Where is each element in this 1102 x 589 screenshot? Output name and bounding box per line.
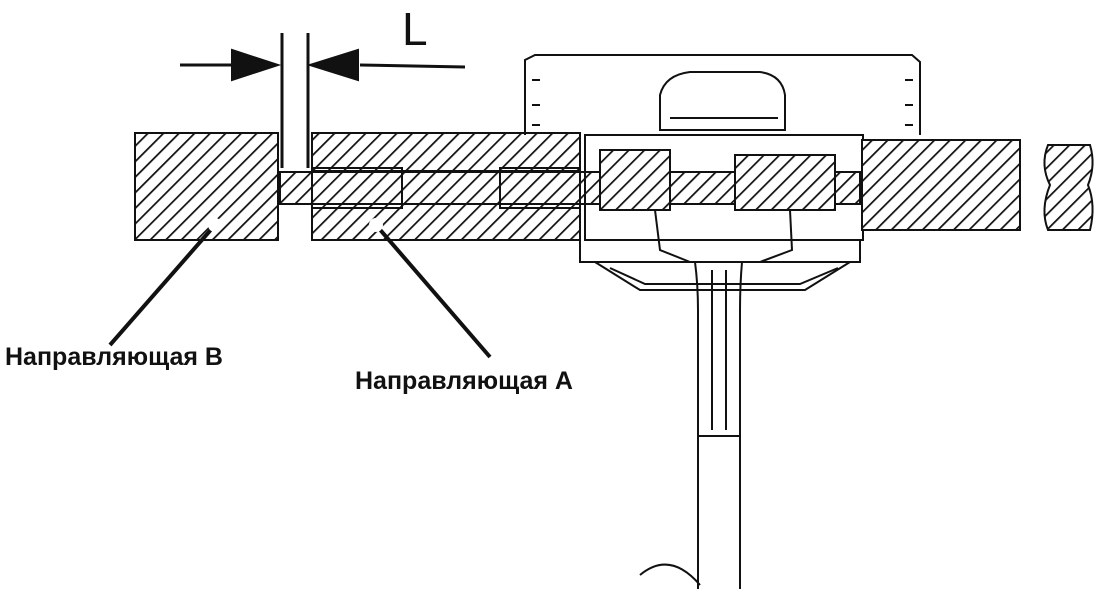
dimension-label: L — [402, 3, 428, 55]
label-guide-a: Направляющая A — [355, 367, 573, 395]
label-guide-b: Направляющая B — [5, 343, 223, 371]
valve-stem — [639, 261, 743, 589]
piston — [524, 54, 921, 291]
guide-b — [134, 132, 279, 241]
guide-a — [311, 132, 581, 241]
leader-guide-a — [374, 223, 492, 359]
broken-end — [1043, 144, 1094, 231]
leader-guide-b — [108, 223, 217, 347]
dimension-l — [180, 33, 466, 168]
piston-block-right — [861, 139, 1021, 231]
